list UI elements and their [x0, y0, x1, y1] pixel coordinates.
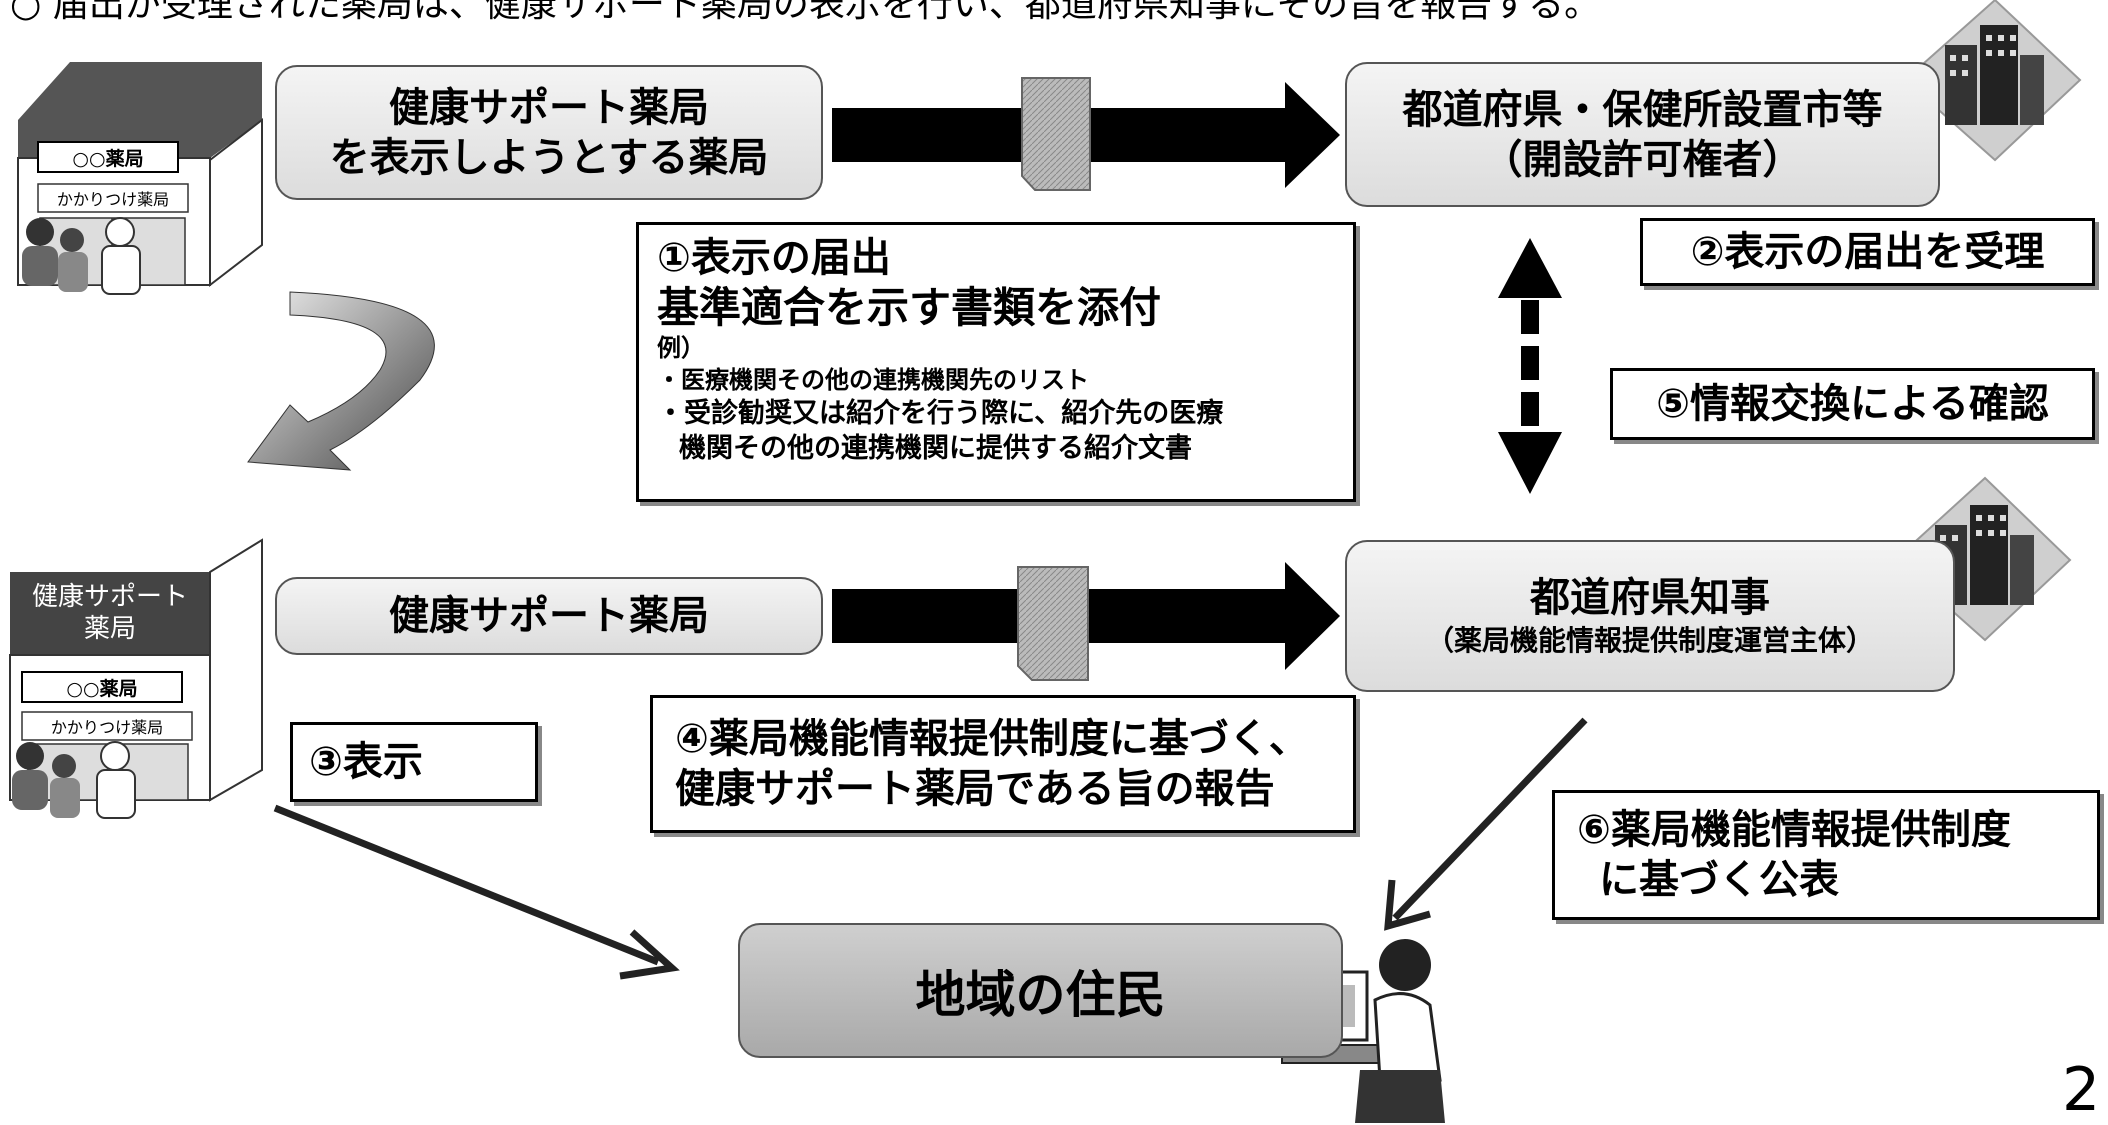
store-roof-line1: 健康サポート: [31, 582, 188, 613]
document-icon-top: [1021, 77, 1091, 191]
step-1-subtitle: 基準適合を示す書類を添付: [657, 283, 1162, 332]
node-pharmacy-applicant: 健康サポート薬局 を表示しようとする薬局: [275, 65, 823, 200]
step-6-line1: ⑥薬局機能情報提供制度: [1577, 807, 2011, 853]
arrow-to-residents-right: [1384, 717, 1588, 931]
step-6-line2: に基づく公表: [1599, 857, 1839, 903]
node-prefecture-line1: 都道府県・保健所設置市等: [1402, 86, 1883, 133]
step-1-item-1: ・医療機関その他の連携機関先のリスト: [657, 365, 1089, 394]
city-building-icon-bottom: [1893, 476, 2072, 642]
step-3-box: ③表示: [290, 722, 538, 802]
arrow-to-residents-left: [273, 804, 680, 980]
store-sign-bottom: ○○薬局: [66, 677, 138, 700]
city-building-icon-top: [1903, 0, 2082, 162]
node-residents-line1: 地域の住民: [915, 965, 1166, 1024]
node-governor: 都道府県知事 （薬局機能情報提供制度運営主体）: [1345, 540, 1955, 692]
people-icon-top: [22, 217, 141, 295]
document-icon-bottom: [1017, 566, 1089, 681]
store-sign-top: ○○薬局: [72, 147, 144, 170]
header-text: ○ 届出が受理された薬局は、健康サポート薬局の表示を行い、都道府県知事にその旨を…: [10, 0, 1601, 25]
step-1-item-2b: 機関その他の連携機関に提供する紹介文書: [679, 432, 1192, 464]
node-pharmacy-health-support-line1: 健康サポート薬局: [389, 593, 709, 639]
node-governor-line1: 都道府県知事: [1530, 574, 1770, 621]
step-1-box: ①表示の届出 基準適合を示す書類を添付 例） ・医療機関その他の連携機関先のリス…: [636, 222, 1356, 502]
step-4-line2: 健康サポート薬局である旨の報告: [675, 766, 1275, 812]
node-prefecture: 都道府県・保健所設置市等 （開設許可権者）: [1345, 62, 1940, 207]
node-pharmacy-applicant-line2: を表示しようとする薬局: [329, 134, 769, 181]
step-1-title: ①表示の届出: [657, 235, 891, 281]
store-sub-sign-top: かかりつけ薬局: [56, 190, 170, 209]
store-roof-line2: 薬局: [83, 613, 136, 644]
step-6-box: ⑥薬局機能情報提供制度 に基づく公表: [1552, 790, 2100, 920]
step-1-item-2a: ・受診勧奨又は紹介を行う際に、紹介先の医療: [657, 397, 1224, 429]
store-sub-sign-bottom: かかりつけ薬局: [50, 718, 164, 737]
curved-arrow: [247, 291, 435, 471]
step-5-label: ⑤情報交換による確認: [1656, 381, 2049, 427]
step-4-box: ④薬局機能情報提供制度に基づく、 健康サポート薬局である旨の報告: [650, 695, 1356, 833]
step-2-label: ②表示の届出を受理: [1690, 229, 2045, 275]
node-residents: 地域の住民: [738, 923, 1343, 1058]
node-prefecture-line2: （開設許可権者）: [1482, 136, 1803, 183]
step-3-label: ③表示: [309, 739, 423, 785]
node-governor-line2: （薬局機能情報提供制度運営主体）: [1425, 623, 1874, 657]
store-roof-sign-bottom: 健康サポート 薬局: [10, 572, 210, 655]
node-pharmacy-health-support: 健康サポート薬局: [275, 577, 823, 655]
page-number: 2: [2062, 1055, 2101, 1125]
node-pharmacy-applicant-line1: 健康サポート薬局: [389, 84, 709, 131]
step-1-example: 例）: [657, 334, 705, 363]
people-icon-bottom: [12, 741, 136, 819]
step-5-box: ⑤情報交換による確認: [1610, 368, 2095, 440]
arrow-vertical-double: [1498, 238, 1562, 494]
step-2-box: ②表示の届出を受理: [1640, 218, 2095, 286]
step-4-line1: ④薬局機能情報提供制度に基づく、: [675, 716, 1309, 762]
